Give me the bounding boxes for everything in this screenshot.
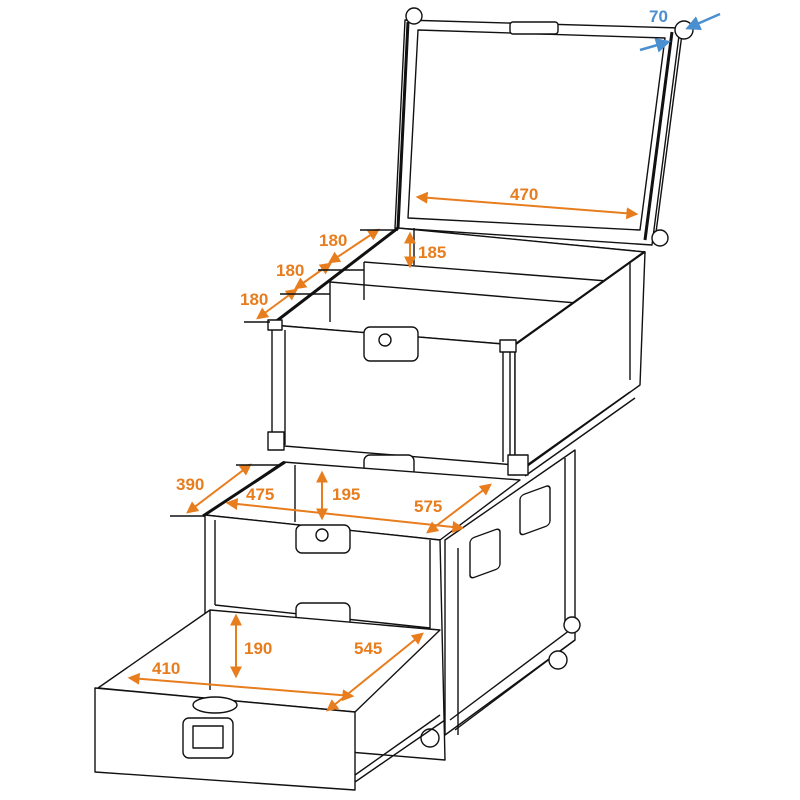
dimension-labels: 70 470 180 180 180 185 390 475 195 575 1… [152,7,668,678]
middle-height-label: 195 [332,485,360,504]
compartment-1-depth-label: 180 [319,231,347,250]
drawer-depth-label: 545 [354,639,382,658]
dimension-arrows [127,12,721,712]
lid [394,7,694,253]
drawer-width-label: 410 [152,659,180,678]
drawer-height-label: 190 [244,639,272,658]
lid-thickness-label: 70 [649,7,668,26]
top-compartment-height-label: 185 [418,243,446,262]
lid-inner-width-label: 470 [510,185,538,204]
compartment-2-depth-label: 180 [276,261,304,280]
middle-width-label: 475 [246,485,274,504]
middle-depth-label: 390 [176,475,204,494]
top-compartment [267,226,646,478]
middle-length-label: 575 [414,497,442,516]
compartment-3-depth-label: 180 [240,290,268,309]
